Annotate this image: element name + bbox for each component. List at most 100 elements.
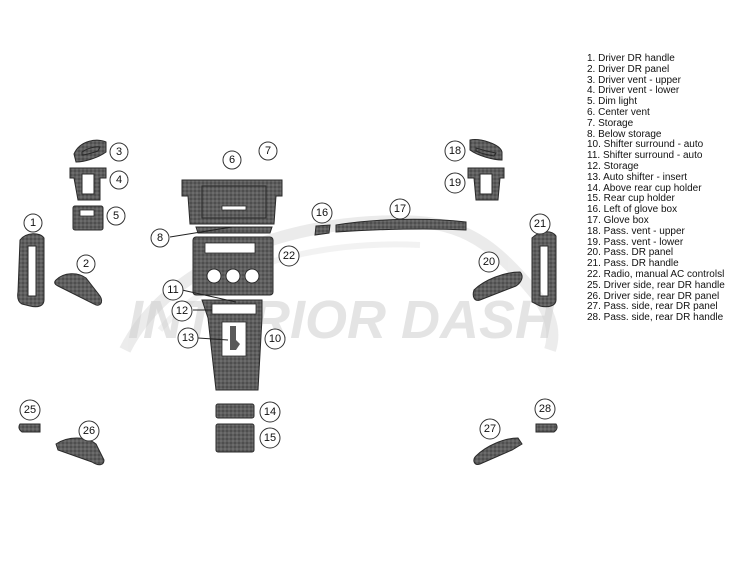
svg-text:25: 25 (24, 404, 36, 416)
legend-item: 12. Storage (587, 160, 639, 172)
part-driver-vent-upper (73, 139, 107, 163)
part-pass-rear-dr-panel (473, 437, 523, 465)
svg-text:28: 28 (539, 403, 551, 415)
legend-item: 10. Shifter surround - auto (587, 139, 704, 151)
callout-5: 5 (106, 206, 126, 226)
callout-10: 10 (264, 328, 286, 350)
svg-text:3: 3 (116, 146, 122, 158)
legend-item: 22. Radio, manual AC controlsl (587, 268, 725, 280)
callout-20: 20 (478, 251, 500, 273)
watermark-text: INTERIOR DASH KIT (128, 290, 560, 350)
svg-text:22: 22 (283, 250, 295, 262)
part-below-storage (195, 226, 273, 234)
svg-text:1: 1 (30, 217, 36, 229)
callout-3: 3 (109, 142, 129, 162)
legend-item: 1. Driver DR handle (587, 53, 675, 64)
callout-1: 1 (23, 213, 43, 233)
legend-item: 5. Dim light (587, 96, 638, 108)
svg-text:26: 26 (83, 425, 95, 437)
part-pass-vent-lower (467, 167, 505, 201)
legend-item: 16. Left of glove box (587, 204, 678, 216)
ac-knob-center (225, 268, 241, 284)
callout-25: 25 (19, 399, 41, 421)
svg-text:7: 7 (265, 145, 271, 157)
part-driver-dr-handle (17, 233, 45, 308)
shifter-gate-slot (230, 326, 240, 350)
legend-item: 25. Driver side, rear DR handle (587, 279, 725, 291)
svg-text:6: 6 (229, 154, 235, 166)
legend-item: 26. Driver side, rear DR panel (587, 290, 720, 302)
callout-22: 22 (278, 245, 300, 267)
legend-item: 17. Glove box (587, 214, 649, 226)
part-driver-rear-dr-panel (55, 437, 105, 466)
part-left-of-glove-box (314, 224, 331, 236)
storage-slot (221, 205, 247, 211)
legend-item: 18. Pass. vent - upper (587, 225, 685, 237)
legend-item: 27. Pass. side, rear DR panel (587, 301, 718, 313)
dim-light-cutout (79, 209, 95, 217)
part-driver-rear-dr-handle (18, 423, 41, 433)
legend-item: 13. Auto shifter - insert (587, 171, 688, 183)
callout-15: 15 (259, 427, 281, 449)
svg-text:14: 14 (264, 406, 276, 418)
leader-lines (169, 226, 237, 341)
svg-text:8: 8 (157, 232, 163, 244)
legend-item: 20. Pass. DR panel (587, 247, 674, 259)
part-pass-rear-dr-handle (535, 423, 558, 433)
legend-item: 6. Center vent (587, 106, 650, 118)
callout-13: 13 (177, 327, 199, 349)
svg-text:5: 5 (113, 210, 119, 222)
svg-text:27: 27 (484, 423, 496, 435)
ac-knob-left (206, 268, 222, 284)
callout-21: 21 (529, 213, 551, 235)
callout-7: 7 (258, 141, 278, 161)
callout-6: 6 (222, 150, 242, 170)
svg-text:17: 17 (394, 203, 406, 215)
svg-text:2: 2 (83, 258, 89, 270)
parts-legend: 1. Driver DR handle 2. Driver DR panel 3… (587, 53, 747, 324)
svg-text:16: 16 (316, 207, 328, 219)
legend-item: 2. Driver DR panel (587, 63, 670, 75)
callout-27: 27 (479, 418, 501, 440)
legend-item: 14. Above rear cup holder (587, 182, 702, 194)
callout-19: 19 (444, 172, 466, 194)
svg-text:4: 4 (116, 174, 122, 186)
svg-text:21: 21 (534, 218, 546, 230)
part-above-rear-cup-holder (215, 403, 255, 419)
callout-28: 28 (534, 398, 556, 420)
legend-item: 8. Below storage (587, 128, 662, 140)
radio-display (204, 242, 256, 254)
part-glove-box (335, 218, 467, 233)
part-rear-cup-holder (215, 423, 255, 453)
legend-item: 15. Rear cup holder (587, 193, 675, 205)
callout-18: 18 (444, 140, 466, 162)
callout-2: 2 (76, 254, 96, 274)
legend-item: 28. Pass. side, rear DR handle (587, 312, 724, 324)
svg-text:20: 20 (483, 256, 495, 268)
callout-4: 4 (109, 170, 129, 190)
legend-item: 7. Storage (587, 117, 634, 129)
callout-11: 11 (162, 279, 184, 301)
legend-item: 4. Driver vent - lower (587, 85, 680, 97)
legend-item: 21. Pass. DR handle (587, 258, 679, 270)
ac-knob-right (244, 268, 260, 284)
svg-text:15: 15 (264, 432, 276, 444)
part-driver-dr-panel (54, 273, 103, 306)
legend-item: 11. Shifter surround - auto (587, 150, 703, 162)
legend-item: 3. Driver vent - upper (587, 74, 681, 86)
part-driver-vent-lower (69, 167, 107, 201)
callout-14: 14 (259, 401, 281, 423)
svg-text:12: 12 (176, 305, 188, 317)
svg-text:19: 19 (449, 177, 461, 189)
part-storage-tray (211, 303, 257, 315)
svg-text:18: 18 (449, 145, 461, 157)
part-pass-dr-panel (472, 271, 523, 301)
callout-26: 26 (78, 420, 100, 442)
callout-8: 8 (150, 228, 170, 248)
svg-text:11: 11 (167, 284, 178, 296)
part-pass-vent-upper (469, 139, 503, 161)
svg-text:13: 13 (182, 332, 194, 344)
callout-17: 17 (389, 198, 411, 220)
legend-item: 19. Pass. vent - lower (587, 236, 684, 248)
callout-12: 12 (171, 300, 193, 322)
